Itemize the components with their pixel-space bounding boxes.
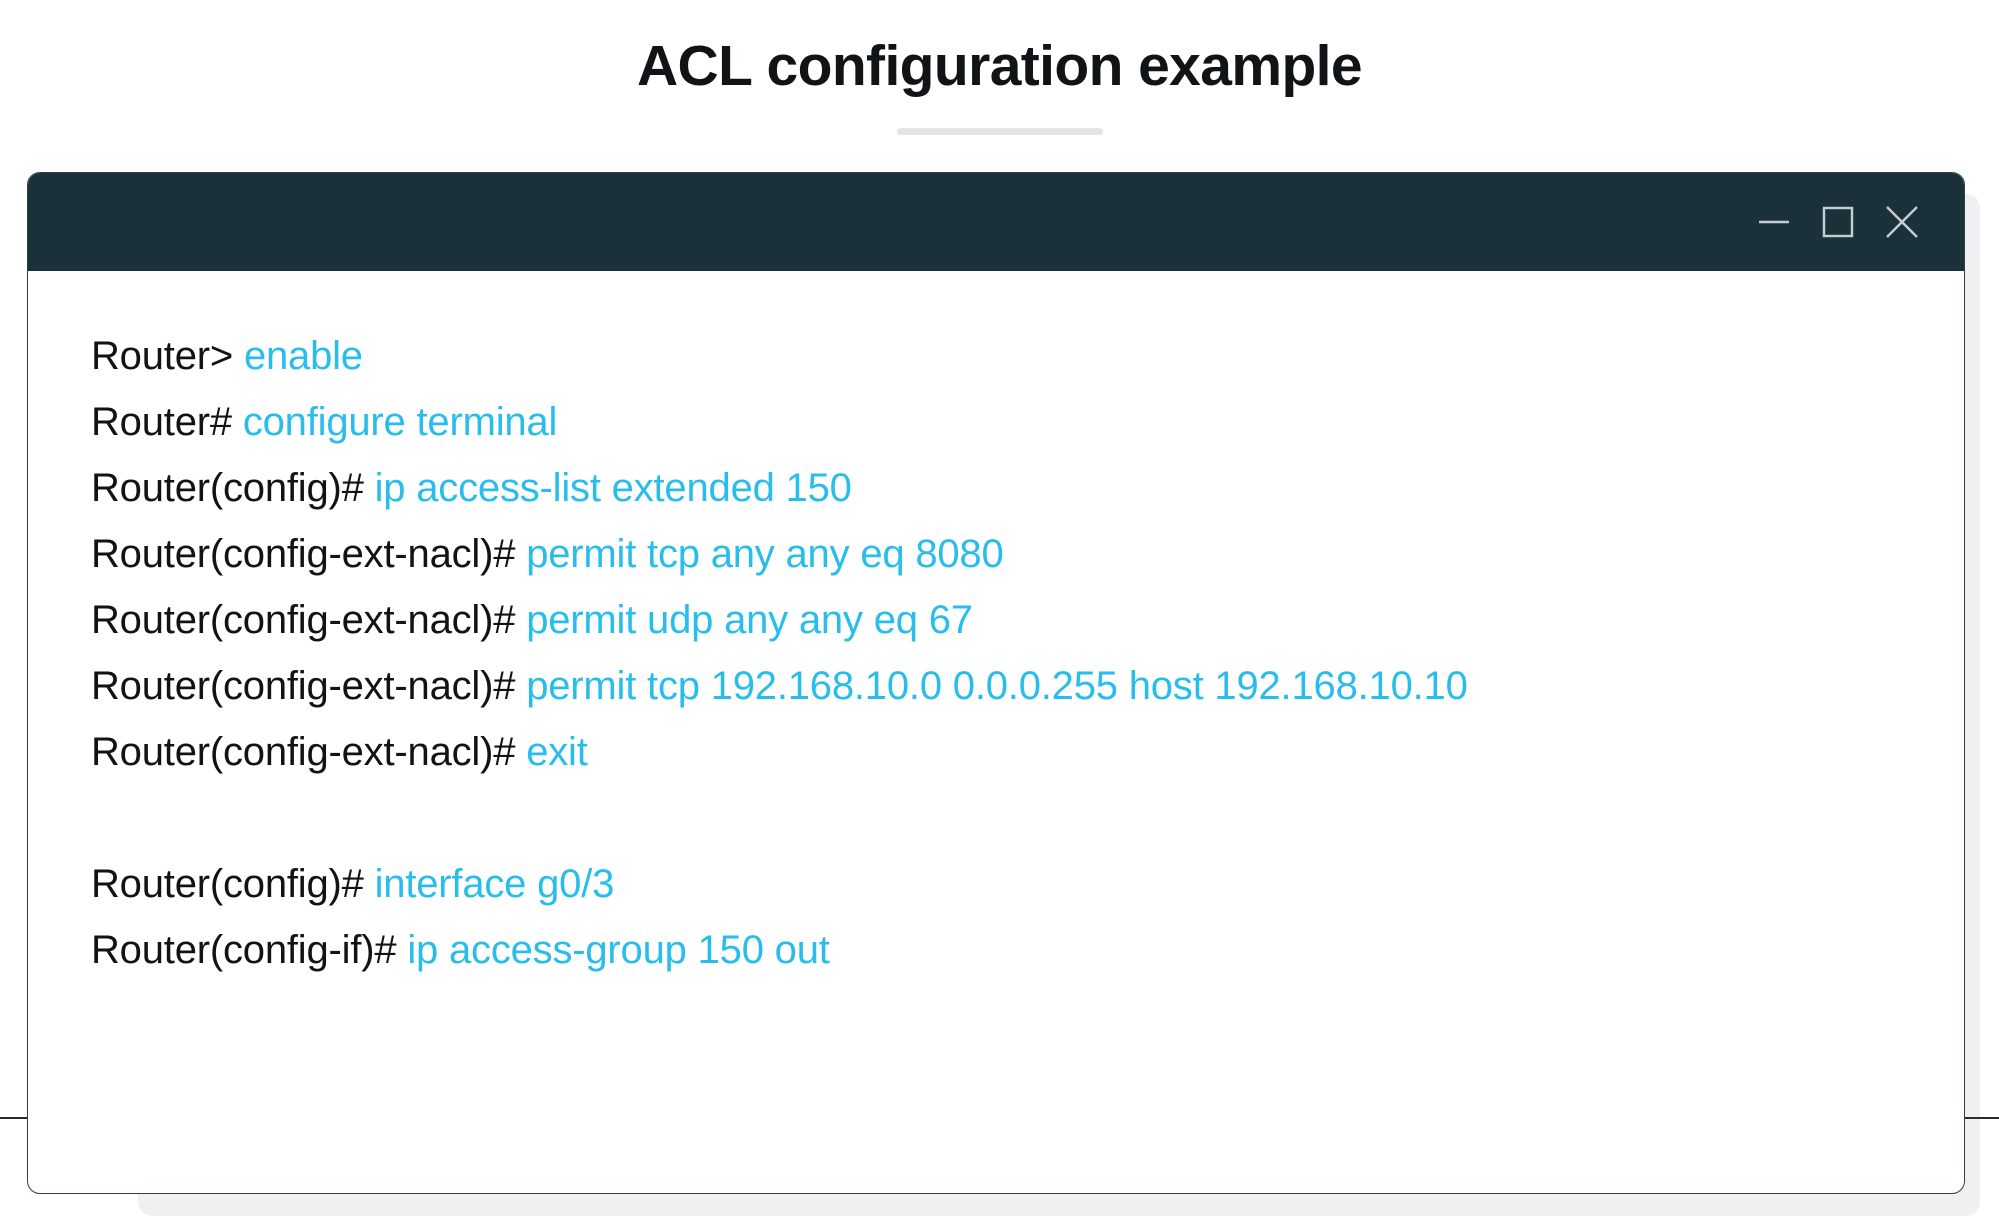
terminal-command: interface g0/3 xyxy=(374,861,615,906)
page-title: ACL configuration example xyxy=(636,34,1363,98)
terminal-prompt: Router(config-ext-nacl)# xyxy=(91,531,527,576)
terminal-line: Router(config-ext-nacl)# permit tcp 192.… xyxy=(91,653,1964,719)
terminal-line: Router(config-ext-nacl)# permit udp any … xyxy=(91,587,1964,653)
terminal-command: permit tcp 192.168.10.0 0.0.0.255 host 1… xyxy=(526,663,1468,708)
terminal-line: Router> enable xyxy=(91,323,1964,389)
terminal-command: configure terminal xyxy=(242,399,558,444)
terminal-prompt: Router(config-if)# xyxy=(91,927,408,972)
terminal-command: permit udp any any eq 67 xyxy=(526,597,973,642)
terminal-blank-line xyxy=(91,785,1964,851)
window-title-bar[interactable] xyxy=(28,172,1964,271)
terminal-command: permit tcp any any eq 8080 xyxy=(526,531,1004,576)
terminal-command: ip access-list extended 150 xyxy=(374,465,852,510)
close-button[interactable] xyxy=(1870,190,1934,254)
terminal-line: Router(config-if)# ip access-group 150 o… xyxy=(91,917,1964,983)
square-icon xyxy=(1822,206,1854,237)
terminal-line: Router# configure terminal xyxy=(91,389,1964,455)
terminal-prompt: Router(config-ext-nacl)# xyxy=(91,663,527,708)
terminal-prompt: Router> xyxy=(91,333,244,378)
maximize-button[interactable] xyxy=(1806,190,1870,254)
title-divider xyxy=(896,127,1103,135)
terminal-prompt: Router(config-ext-nacl)# xyxy=(91,597,527,642)
terminal-command: ip access-group 150 out xyxy=(407,927,830,972)
page-header: ACL configuration example xyxy=(0,0,1999,135)
terminal-prompt: Router# xyxy=(91,399,243,444)
close-icon xyxy=(1886,205,1918,238)
terminal-command: exit xyxy=(526,729,588,774)
terminal-line: Router(config-ext-nacl)# exit xyxy=(91,719,1964,785)
terminal-line: Router(config)# ip access-list extended … xyxy=(91,455,1964,521)
terminal-prompt: Router(config-ext-nacl)# xyxy=(91,729,527,774)
terminal-prompt: Router(config)# xyxy=(91,861,375,906)
minus-icon xyxy=(1759,220,1789,223)
terminal-line: Router(config-ext-nacl)# permit tcp any … xyxy=(91,521,1964,587)
terminal-command: enable xyxy=(243,333,363,378)
terminal-prompt: Router(config)# xyxy=(91,465,375,510)
minimize-button[interactable] xyxy=(1742,190,1806,254)
terminal-line: Router(config)# interface g0/3 xyxy=(91,851,1964,917)
